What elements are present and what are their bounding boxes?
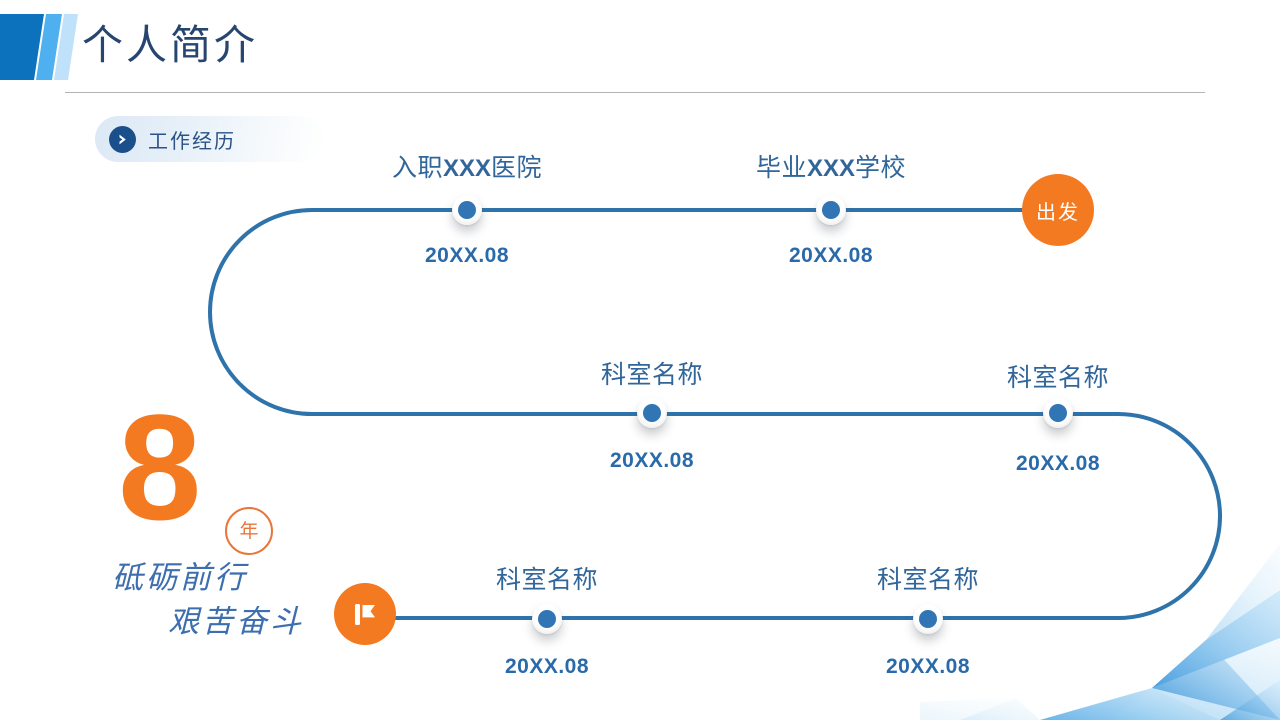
milestone-node-dot xyxy=(1049,404,1067,422)
milestone-title: 科室名称 xyxy=(495,567,599,594)
timeline-end-flag-node[interactable] xyxy=(334,583,396,645)
milestone-date: 20XX.08 xyxy=(788,244,874,267)
motto-line-1: 砥砺前行 xyxy=(112,560,248,595)
milestone-date: 20XX.08 xyxy=(1015,452,1101,475)
milestone-title-strong: XXX xyxy=(442,155,492,182)
milestone-node[interactable] xyxy=(532,604,562,634)
timeline-start-node[interactable]: 出发 xyxy=(1022,174,1094,246)
milestone-title: 科室名称 xyxy=(876,567,980,594)
header-decoration-bars xyxy=(0,14,78,80)
years-unit-text: 年 xyxy=(239,520,259,542)
milestone-node[interactable] xyxy=(452,195,482,225)
milestone-node-dot xyxy=(643,404,661,422)
motto-line-2: 艰苦奋斗 xyxy=(168,604,304,639)
milestone-node[interactable] xyxy=(913,604,943,634)
milestone-node-dot xyxy=(919,610,937,628)
milestone-title: 毕业XXX学校 xyxy=(756,148,906,184)
milestone-title-strong: XXX xyxy=(806,155,856,182)
years-unit-badge: 年 xyxy=(225,507,273,555)
milestone-node-dot xyxy=(538,610,556,628)
milestone-title-prefix: 入职 xyxy=(391,155,443,182)
milestone-title-suffix: 医院 xyxy=(491,155,543,182)
milestone-node[interactable] xyxy=(637,398,667,428)
milestone-node[interactable] xyxy=(1043,398,1073,428)
milestone-title: 科室名称 xyxy=(600,362,704,389)
years-count: 8 xyxy=(118,383,201,551)
header-divider xyxy=(65,92,1205,93)
section-label-text: 工作经历 xyxy=(148,130,236,153)
milestone-node[interactable] xyxy=(816,195,846,225)
motto-text: 砥砺前行 艰苦奋斗 xyxy=(112,556,304,644)
milestone-node-dot xyxy=(458,201,476,219)
timeline-start-label: 出发 xyxy=(1036,201,1080,224)
milestone-node-dot xyxy=(822,201,840,219)
milestone-date: 20XX.08 xyxy=(504,655,590,678)
milestone-date: 20XX.08 xyxy=(424,244,510,267)
milestone-title-prefix: 毕业 xyxy=(755,155,807,182)
milestone-title: 入职XXX医院 xyxy=(392,148,542,184)
milestone-date: 20XX.08 xyxy=(609,449,695,472)
corner-decoration xyxy=(920,544,1280,720)
milestone-date: 20XX.08 xyxy=(885,655,971,678)
milestone-title-suffix: 学校 xyxy=(855,155,907,182)
flag-icon xyxy=(355,604,375,625)
chevron-right-circle-icon xyxy=(109,125,136,153)
page-title: 个人简介 xyxy=(82,22,258,68)
section-label-pill[interactable]: 工作经历 xyxy=(95,116,323,162)
milestone-title: 科室名称 xyxy=(1006,365,1110,392)
